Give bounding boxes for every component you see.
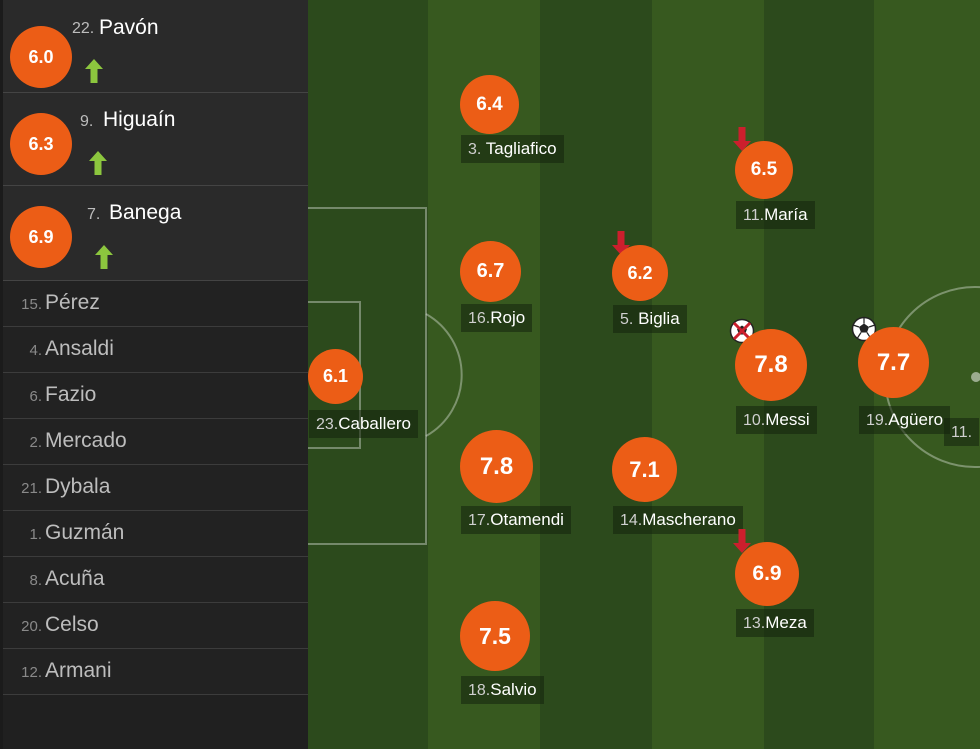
player-name: Caballero: [338, 414, 412, 433]
player-number: 1.: [29, 526, 42, 543]
player-label-mascherano[interactable]: 14.Mascherano: [613, 506, 743, 534]
player-number: 10.: [743, 412, 766, 429]
player-rating-meza[interactable]: 6.9: [735, 542, 799, 606]
pitch-stripe: [540, 0, 652, 749]
player-number: 23.: [316, 416, 339, 433]
player-number: 13.: [743, 615, 766, 632]
substitution-in-arrow-icon: [95, 245, 113, 269]
player-number: 5.: [620, 311, 634, 328]
player-name: Fazio: [45, 383, 97, 406]
player-label-maria[interactable]: 11.María: [736, 201, 815, 229]
substitutes-panel: 6.0 22. Pavón 6.3 9. Higuaín 6.9 7. Bane…: [3, 0, 308, 749]
player-number: 20.: [21, 618, 42, 635]
player-name: Banega: [109, 201, 182, 224]
player-label-messi[interactable]: 10.Messi: [736, 406, 817, 434]
player-rating-aguero[interactable]: 7.7: [858, 327, 929, 398]
player-rating-biglia[interactable]: 6.2: [612, 245, 668, 301]
bench-row[interactable]: 8.Acuña: [3, 557, 308, 603]
substitution-out-arrow-icon: [733, 127, 751, 151]
player-name: Higuaín: [103, 108, 176, 131]
player-name: Pérez: [45, 291, 100, 314]
substitute-row-pavon[interactable]: 6.0 22. Pavón: [3, 0, 308, 93]
player-number: 14.: [620, 512, 643, 529]
player-name: Mercado: [45, 429, 127, 452]
rating-badge: 6.0: [10, 26, 72, 88]
player-rating-messi[interactable]: 7.8: [735, 329, 807, 401]
player-name: Meza: [765, 613, 807, 632]
player-name: Tagliafico: [485, 139, 557, 158]
player-name: Biglia: [638, 309, 680, 328]
player-number: 12.: [21, 664, 42, 681]
substitution-out-arrow-icon: [733, 529, 751, 553]
player-name: Mascherano: [642, 510, 736, 529]
player-name: Acuña: [45, 567, 105, 590]
player-number: 4.: [29, 342, 42, 359]
bench-row[interactable]: 21.Dybala: [3, 465, 308, 511]
player-rating-tagliafico[interactable]: 6.4: [460, 75, 519, 134]
bench-row[interactable]: 4.Ansaldi: [3, 327, 308, 373]
player-name: Otamendi: [490, 510, 564, 529]
player-number: 2.: [29, 434, 42, 451]
player-name: Ansaldi: [45, 337, 114, 360]
rating-badge: 6.3: [10, 113, 72, 175]
rating-badge: 6.9: [10, 206, 72, 268]
bench-row[interactable]: 2.Mercado: [3, 419, 308, 465]
bench-row[interactable]: 6.Fazio: [3, 373, 308, 419]
player-label-tagliafico[interactable]: 3. Tagliafico: [461, 135, 564, 163]
player-name: Pavón: [99, 16, 159, 39]
player-rating-mascherano[interactable]: 7.1: [612, 437, 677, 502]
substitution-in-arrow-icon: [89, 151, 107, 175]
player-label-aguero[interactable]: 19.Agüero: [859, 406, 951, 434]
player-label-cutoff[interactable]: 11.: [944, 418, 980, 446]
substitute-row-higuain[interactable]: 6.3 9. Higuaín: [3, 93, 308, 186]
player-number: 17.: [468, 512, 491, 529]
player-number: 7.: [87, 206, 101, 223]
player-rating-salvio[interactable]: 7.5: [460, 601, 530, 671]
player-rating-maria[interactable]: 6.5: [735, 141, 793, 199]
bench-row[interactable]: 15.Pérez: [3, 281, 308, 327]
player-name: Celso: [45, 613, 99, 636]
player-number: 15.: [21, 296, 42, 313]
player-number: 22.: [72, 20, 95, 37]
bench-row[interactable]: 12.Armani: [3, 649, 308, 695]
bench-row[interactable]: 1.Guzmán: [3, 511, 308, 557]
player-name: Salvio: [490, 680, 537, 699]
player-name: Armani: [45, 659, 112, 682]
player-number: 3.: [468, 141, 482, 158]
substitute-row-banega[interactable]: 6.9 7. Banega: [3, 186, 308, 281]
pitch: 6.1 23.Caballero 6.4 3. Tagliafico 6.7 1…: [308, 0, 980, 749]
player-name: Dybala: [45, 475, 111, 498]
player-label-salvio[interactable]: 18.Salvio: [461, 676, 544, 704]
player-rating-otamendi[interactable]: 7.8: [460, 430, 533, 503]
player-label-meza[interactable]: 13.Meza: [736, 609, 814, 637]
player-number: 19.: [866, 412, 889, 429]
substitution-in-arrow-icon: [85, 59, 103, 83]
player-label-caballero[interactable]: 23.Caballero: [309, 410, 419, 438]
bench-row[interactable]: 20.Celso: [3, 603, 308, 649]
player-number: 11.: [951, 424, 973, 441]
player-name: Rojo: [490, 308, 526, 327]
player-name: María: [764, 205, 808, 224]
player-name: Messi: [765, 410, 810, 429]
player-number: 9.: [80, 113, 94, 130]
player-rating-caballero[interactable]: 6.1: [308, 349, 363, 404]
player-name: Guzmán: [45, 521, 125, 544]
player-number: 11.: [743, 207, 765, 224]
player-number: 18.: [468, 682, 491, 699]
player-label-rojo[interactable]: 16.Rojo: [461, 304, 533, 332]
player-number: 8.: [29, 572, 42, 589]
player-number: 6.: [29, 388, 42, 405]
player-label-biglia[interactable]: 5. Biglia: [613, 305, 687, 333]
player-name: Agüero: [888, 410, 944, 429]
player-number: 21.: [21, 480, 42, 497]
player-rating-rojo[interactable]: 6.7: [460, 241, 521, 302]
player-label-otamendi[interactable]: 17.Otamendi: [461, 506, 571, 534]
player-number: 16.: [468, 310, 491, 327]
